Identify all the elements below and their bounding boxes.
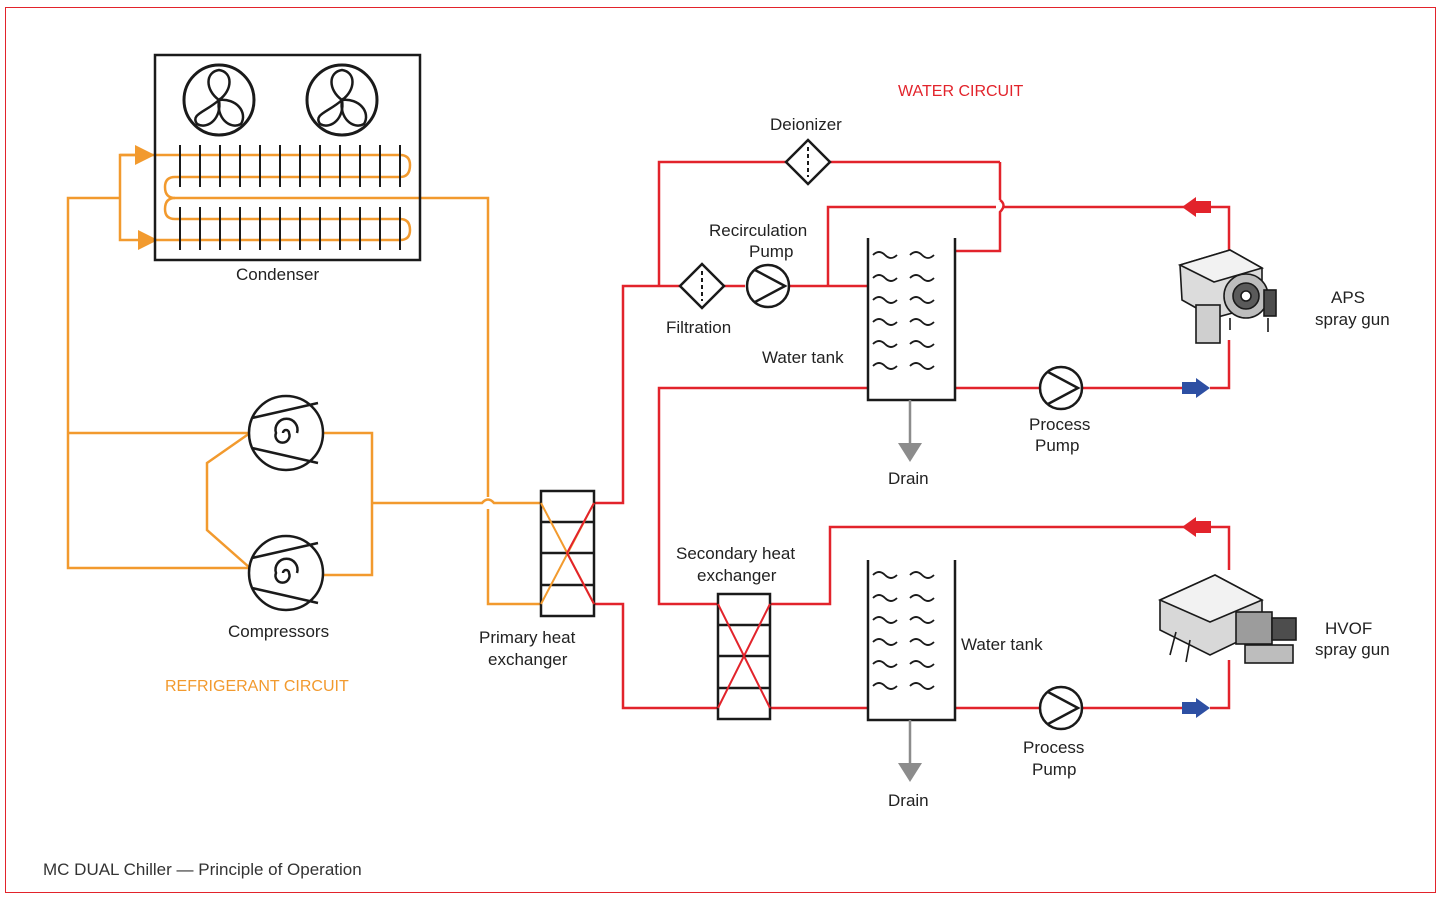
aps-spray-gun-icon bbox=[1180, 250, 1276, 343]
hvof-label-line1: HVOF bbox=[1325, 619, 1372, 638]
secondary-heat-exchanger bbox=[718, 594, 770, 719]
hvof-label-line2: spray gun bbox=[1315, 640, 1390, 659]
water-tank-bottom-label: Water tank bbox=[961, 635, 1043, 654]
secondary-hx-label-line2: exchanger bbox=[697, 566, 777, 585]
condenser-label: Condenser bbox=[236, 265, 320, 284]
drain-bottom-label: Drain bbox=[888, 791, 929, 810]
supply-arrow-icon bbox=[1182, 698, 1210, 718]
water-tank-bottom bbox=[868, 560, 955, 720]
filter-icon bbox=[786, 140, 830, 184]
return-arrow-icon bbox=[1182, 197, 1211, 217]
diagram-caption: MC DUAL Chiller — Principle of Operation bbox=[43, 860, 362, 880]
scroll-compressor-icon bbox=[249, 396, 323, 470]
hvof-spray-gun-icon bbox=[1160, 575, 1296, 663]
recirculation-pump-label-line2: Pump bbox=[749, 242, 793, 261]
drain-top-label: Drain bbox=[888, 469, 929, 488]
filter-icon bbox=[680, 264, 724, 308]
water-tank-top bbox=[868, 238, 955, 400]
process-pump-top-label-line2: Pump bbox=[1035, 436, 1079, 455]
filtration-label: Filtration bbox=[666, 318, 731, 337]
recirculation-pump-label-line1: Recirculation bbox=[709, 221, 807, 240]
pump-icon bbox=[1040, 367, 1082, 409]
aps-label-line1: APS bbox=[1331, 288, 1365, 307]
pump-icon bbox=[747, 265, 789, 307]
fan-icon bbox=[307, 65, 377, 135]
aps-label-line2: spray gun bbox=[1315, 310, 1390, 329]
process-pump-bottom-label-line1: Process bbox=[1023, 738, 1084, 757]
water-circuit-label: WATER CIRCUIT bbox=[898, 83, 1024, 100]
primary-hx-label-line1: Primary heat bbox=[479, 628, 576, 647]
process-pump-top-label-line1: Process bbox=[1029, 415, 1090, 434]
water-tank-top-label: Water tank bbox=[762, 348, 844, 367]
scroll-compressor-icon bbox=[249, 536, 323, 610]
return-arrow-icon bbox=[1182, 517, 1211, 537]
condenser bbox=[155, 55, 420, 260]
water-lines bbox=[594, 162, 1229, 708]
fan-icon bbox=[184, 65, 254, 135]
secondary-hx-label-line1: Secondary heat bbox=[676, 544, 795, 563]
labels: WATER CIRCUIT REFRIGERANT CIRCUIT Conden… bbox=[165, 83, 1390, 810]
refrigerant-circuit-label: REFRIGERANT CIRCUIT bbox=[165, 678, 349, 695]
drain-arrow-icon bbox=[898, 400, 922, 462]
primary-hx-label-line2: exchanger bbox=[488, 650, 568, 669]
compressors-label: Compressors bbox=[228, 622, 329, 641]
pump-icon bbox=[1040, 687, 1082, 729]
drain-arrow-icon bbox=[898, 720, 922, 782]
deionizer-label: Deionizer bbox=[770, 115, 842, 134]
primary-heat-exchanger bbox=[541, 491, 594, 616]
process-pump-bottom-label-line2: Pump bbox=[1032, 760, 1076, 779]
refrigerant-lines bbox=[68, 155, 541, 604]
supply-arrow-icon bbox=[1182, 378, 1210, 398]
